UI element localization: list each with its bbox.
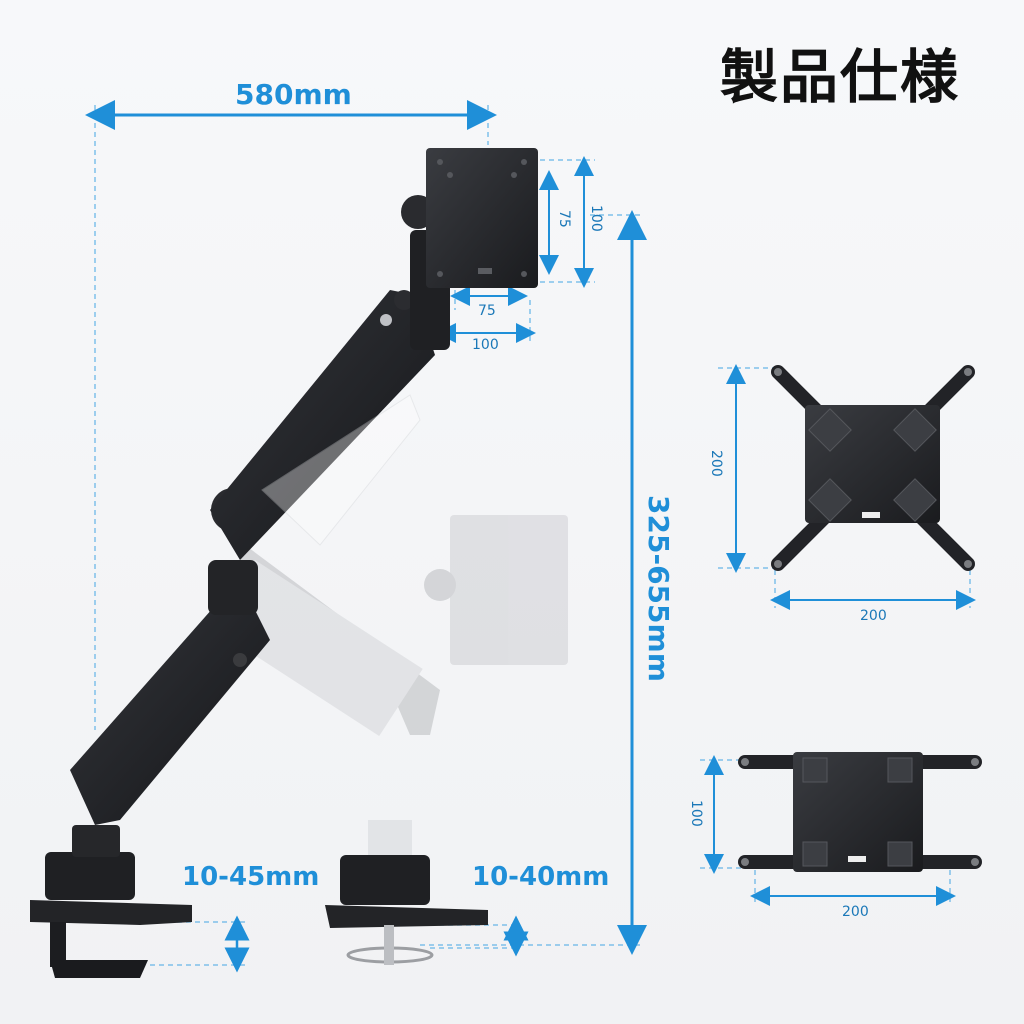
- adapter-plate-square: [771, 365, 975, 571]
- monitor-arm: [30, 148, 538, 978]
- vesa-small-h-label: 75: [478, 303, 496, 319]
- clamp-thickness-label-1: 10-45mm: [182, 862, 320, 892]
- adapter-plate-wide: [738, 752, 982, 872]
- adapter-square-h-label: 200: [708, 450, 724, 477]
- vesa-small-v-label: 75: [556, 210, 572, 228]
- grommet-mount: [325, 820, 488, 965]
- desk-clamp-left: [30, 825, 192, 978]
- ghost-arm: [211, 500, 568, 737]
- page-title: 製品仕様: [720, 43, 961, 111]
- vesa-large-v-label: 100: [588, 205, 604, 232]
- adapter-wide-w-label: 200: [842, 904, 869, 920]
- adapter-square-w-label: 200: [860, 608, 887, 624]
- adapter-wide-h-label: 100: [688, 800, 704, 827]
- arm-reach-label: 580mm: [235, 78, 352, 111]
- vesa-large-h-label: 100: [472, 337, 499, 353]
- clamp-thickness-label-2: 10-40mm: [472, 862, 610, 892]
- dimension-arrows: [85, 100, 976, 973]
- height-range-label: 325-655mm: [642, 495, 675, 682]
